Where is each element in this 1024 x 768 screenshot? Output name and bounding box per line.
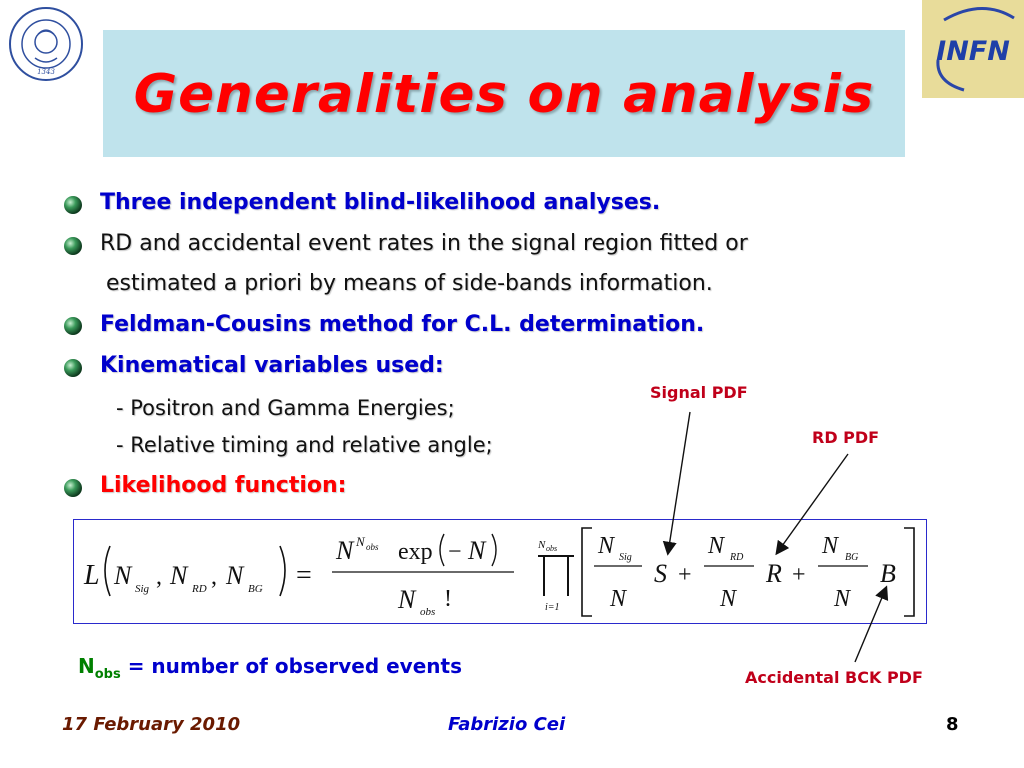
rd-pdf-arrow (775, 453, 849, 556)
svg-text:1343: 1343 (37, 68, 55, 76)
formula-N-exp: N (467, 536, 487, 565)
bullet-3-text: Feldman-Cousins method for C.L. determin… (100, 312, 705, 337)
formula-Nsig-num: N (597, 533, 616, 559)
formula-N-sup: N (355, 534, 366, 549)
formula-N-sig: N (113, 561, 133, 590)
formula-prod-upper-obs: obs (546, 544, 557, 553)
page-number: 8 (946, 714, 959, 735)
formula-L: L (83, 560, 100, 591)
sub-bullet-1-text: - Positron and Gamma Energies; (116, 396, 455, 420)
formula-B: B (880, 559, 896, 588)
formula-sub-rd: RD (191, 583, 207, 595)
formula-comma-1: , (156, 564, 162, 590)
formula-Nrd-den: N (719, 586, 738, 612)
formula-plus-2: + (792, 562, 806, 588)
slide-title: Generalities on analysis (133, 64, 875, 125)
formula-Nbg-sub: BG (845, 552, 858, 563)
formula-N-rd: N (169, 561, 189, 590)
nobs-definition: Nobs = number of observed events (78, 654, 462, 682)
formula-Nbg-num: N (821, 533, 840, 559)
formula-bracket-close (904, 527, 915, 617)
infn-logo: INFN (922, 0, 1024, 98)
bullet-1-text: Three independent blind-likelihood analy… (100, 190, 661, 215)
formula-comma-2: , (211, 564, 217, 590)
accidental-pdf-arrow (854, 585, 889, 663)
bullet-sphere-icon (64, 237, 82, 255)
footer-author: Fabrizio Cei (448, 714, 566, 735)
nobs-N: N (78, 654, 95, 678)
formula-Nrd-num: N (707, 533, 726, 559)
infn-logo-text: INFN (936, 36, 1010, 67)
formula-exp: exp (398, 539, 433, 565)
formula-N-den: N (397, 585, 417, 614)
formula-paren-open (104, 545, 111, 597)
formula-sub-obs-den: obs (420, 606, 435, 618)
formula-equals: = (296, 560, 312, 591)
formula-factorial: ! (444, 586, 452, 612)
likelihood-formula-box: L N Sig , N RD , N BG = N N obs exp − N … (73, 519, 927, 624)
bullet-5-text: Likelihood function: (100, 473, 347, 498)
bullet-2-text-line1: RD and accidental event rates in the sig… (100, 231, 748, 256)
footer-date: 17 February 2010 (62, 714, 241, 735)
bullet-2-text-line2: estimated a priori by means of side-band… (106, 271, 713, 296)
formula-bracket-open (581, 527, 592, 617)
formula-Nsig-den: N (609, 586, 628, 612)
title-banner: Generalities on analysis (103, 30, 905, 157)
formula-Nbg-den: N (833, 586, 852, 612)
nobs-text: = number of observed events (120, 654, 462, 678)
formula-Nsig-sub: Sig (619, 552, 632, 563)
formula-sup-obs: obs (366, 542, 379, 552)
university-seal-logo: 1343 (9, 7, 83, 81)
formula-paren-close (279, 545, 286, 597)
formula-R: R (765, 559, 782, 588)
rd-pdf-label: RD PDF (812, 428, 880, 447)
formula-plus-1: + (678, 562, 692, 588)
accidental-pdf-label: Accidental BCK PDF (745, 668, 923, 687)
bullet-sphere-icon (64, 317, 82, 335)
nobs-sub: obs (94, 667, 121, 682)
formula-prod-upper-N: N (537, 539, 546, 551)
sub-bullet-2-text: - Relative timing and relative angle; (116, 433, 493, 457)
bullet-sphere-icon (64, 479, 82, 497)
bullet-sphere-icon (64, 196, 82, 214)
formula-Nrd-sub: RD (729, 552, 744, 563)
formula-S: S (654, 559, 667, 588)
formula-N-bg: N (225, 561, 245, 590)
signal-pdf-arrow (662, 411, 691, 556)
bullet-4-text: Kinematical variables used: (100, 353, 444, 378)
bullet-sphere-icon (64, 359, 82, 377)
formula-sub-bg: BG (248, 583, 263, 595)
formula-N-num: N (335, 536, 355, 565)
formula-sub-sig: Sig (135, 583, 150, 595)
formula-prod-lower: i=1 (545, 602, 560, 613)
formula-minus: − (448, 539, 462, 565)
signal-pdf-label: Signal PDF (650, 383, 748, 402)
formula-product-symbol (538, 555, 574, 596)
